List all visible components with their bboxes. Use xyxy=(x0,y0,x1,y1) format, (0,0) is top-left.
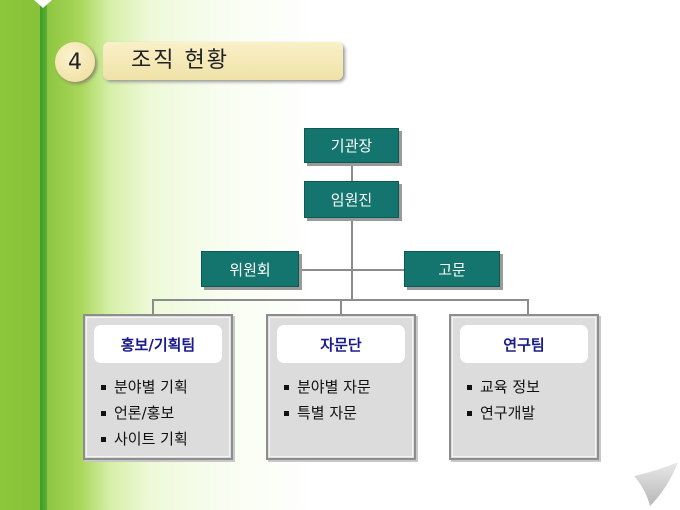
item-label: 분야별 기획 xyxy=(114,378,188,396)
team-items: 분야별 자문 특별 자문 xyxy=(284,374,371,426)
team-title: 자문단 xyxy=(277,325,405,363)
connector-staff xyxy=(299,269,404,271)
team-items: 교육 정보 연구개발 xyxy=(467,374,540,426)
item-label: 사이트 기획 xyxy=(114,430,188,448)
bullet-icon xyxy=(101,384,106,390)
team-panel-research: 연구팀 교육 정보 연구개발 xyxy=(449,314,599,460)
team-panel-advisory: 자문단 분야별 자문 특별 자문 xyxy=(266,314,416,460)
connector-team-2 xyxy=(340,299,342,314)
item-label: 언론/홍보 xyxy=(114,404,175,422)
item-label: 분야별 자문 xyxy=(297,378,371,396)
list-item: 분야별 기획 xyxy=(101,374,188,400)
org-box-executives: 임원진 xyxy=(304,181,399,218)
list-item: 분야별 자문 xyxy=(284,374,371,400)
section-number-badge: 4 xyxy=(55,42,95,82)
bullet-icon xyxy=(101,436,106,442)
list-item: 특별 자문 xyxy=(284,400,371,426)
team-title: 연구팀 xyxy=(460,325,588,363)
bullet-icon xyxy=(284,410,289,416)
page-curl-triangle-icon xyxy=(634,462,678,506)
bullet-icon xyxy=(467,384,472,390)
stripe-notch xyxy=(34,0,52,8)
team-title: 홍보/기획팀 xyxy=(94,325,222,363)
org-box-head: 기관장 xyxy=(304,128,399,163)
item-label: 교육 정보 xyxy=(480,378,540,396)
item-label: 특별 자문 xyxy=(297,404,357,422)
list-item: 사이트 기획 xyxy=(101,426,188,452)
org-box-advisor: 고문 xyxy=(404,251,500,287)
connector-team-1 xyxy=(152,299,154,314)
list-item: 연구개발 xyxy=(467,400,540,426)
org-box-committee: 위원회 xyxy=(201,251,299,287)
bullet-icon xyxy=(467,410,472,416)
bullet-icon xyxy=(284,384,289,390)
team-panel-pr-planning: 홍보/기획팀 분야별 기획 언론/홍보 사이트 기획 xyxy=(83,314,233,460)
connector-vertical-main xyxy=(351,163,353,301)
item-label: 연구개발 xyxy=(480,404,536,422)
slide-title: 조직 현황 xyxy=(103,42,343,80)
list-item: 교육 정보 xyxy=(467,374,540,400)
bullet-icon xyxy=(101,410,106,416)
team-items: 분야별 기획 언론/홍보 사이트 기획 xyxy=(101,374,188,452)
connector-team-3 xyxy=(527,299,529,314)
binder-stripe xyxy=(40,0,47,510)
list-item: 언론/홍보 xyxy=(101,400,188,426)
